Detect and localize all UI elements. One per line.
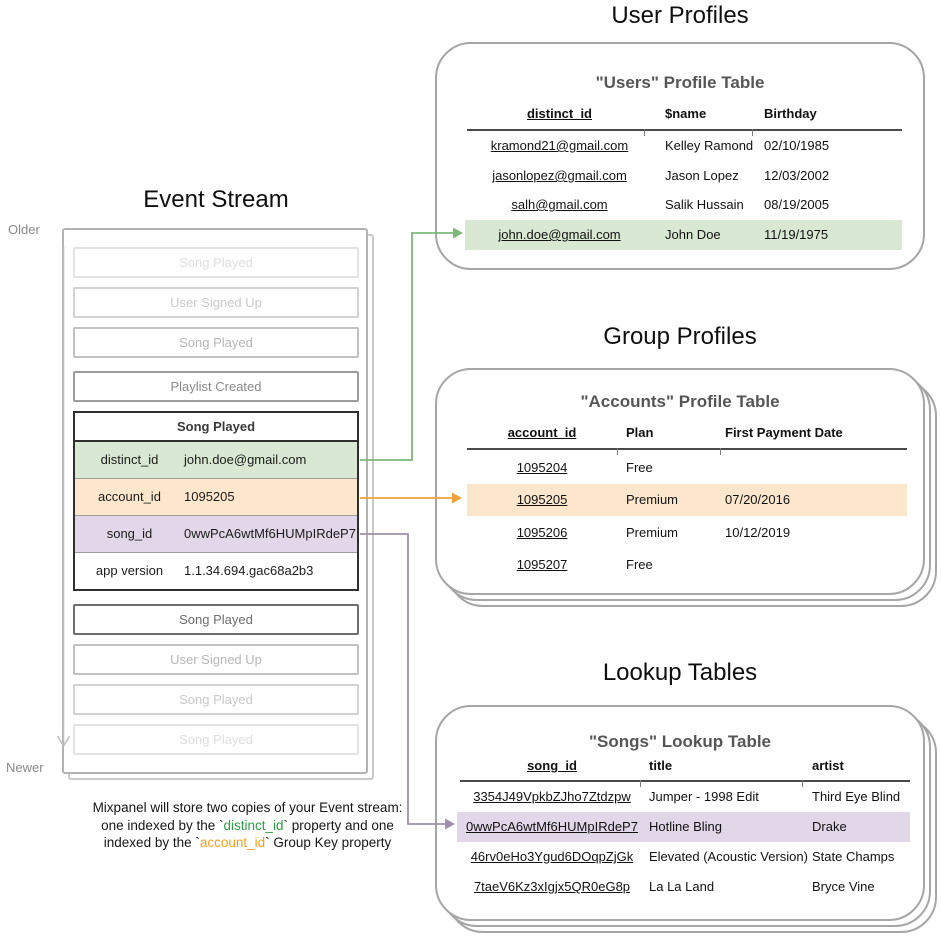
accounts-highlight-row <box>467 484 907 516</box>
users-cell-distinct-id: john.doe@gmail.com <box>498 227 621 242</box>
event-property-row-distinct-id: distinct_id john.doe@gmail.com <box>75 442 357 479</box>
property-value: 0wwPcA6wtMf6HUMpIRdeP7 <box>184 526 356 541</box>
event-box: Song Played <box>73 684 359 715</box>
users-cell-distinct-id: kramond21@gmail.com <box>490 138 629 153</box>
event-box: Song Played <box>73 724 359 755</box>
event-box: Playlist Created <box>73 371 359 402</box>
accounts-cell-date: 07/20/2016 <box>725 492 791 507</box>
property-key: account_id <box>98 489 161 504</box>
caption-line3a: indexed by the ` <box>103 835 200 850</box>
accounts-cell-account-id: 1095204 <box>516 460 568 475</box>
accounts-column-divider <box>617 448 618 455</box>
songs-lookup-card: "Songs" Lookup Table song_id title artis… <box>435 705 925 921</box>
songs-table-title: "Songs" Lookup Table <box>588 732 772 751</box>
expanded-event-table: Song Played distinct_id john.doe@gmail.c… <box>73 411 359 591</box>
accounts-cell-account-id: 1095205 <box>516 492 568 507</box>
property-key: app version <box>95 563 164 578</box>
users-cell-name: Jason Lopez <box>665 168 739 183</box>
users-cell-name: Kelley Ramond <box>665 138 754 153</box>
songs-cell-title: Hotline Bling <box>649 819 722 834</box>
event-box: User Signed Up <box>73 644 359 675</box>
event-stream-title: Event Stream <box>143 186 289 213</box>
accounts-cell-account-id: 1095207 <box>516 557 568 572</box>
accounts-header-rule <box>467 448 907 450</box>
accounts-table-title: "Accounts" Profile Table <box>580 392 780 411</box>
event-box: Song Played <box>73 247 359 278</box>
songs-col-song-id: song_id <box>527 758 577 773</box>
users-profile-card: "Users" Profile Table distinct_id $name … <box>435 42 925 270</box>
users-cell-birthday: 08/19/2005 <box>764 197 830 212</box>
caption-account-id: account_id <box>199 835 266 850</box>
older-label: Older <box>8 222 40 237</box>
songs-cell-song-id: 0wwPcA6wtMf6HUMpIRdeP7 <box>466 819 638 834</box>
users-cell-birthday: 12/03/2002 <box>764 168 830 183</box>
songs-header-rule <box>460 780 910 782</box>
songs-highlight-row <box>457 812 910 842</box>
accounts-profile-card: "Accounts" Profile Table account_id Plan… <box>435 368 925 595</box>
caption-line2b: ` property and one <box>283 817 394 833</box>
songs-col-title: title <box>649 758 673 773</box>
accounts-cell-plan: Premium <box>626 492 679 507</box>
event-box: Song Played <box>73 327 359 358</box>
users-highlight-row <box>465 220 902 250</box>
group-profiles-title: Group Profiles <box>603 323 757 350</box>
songs-cell-song-id: 46rv0eHo3Ygud6DOqpZjGk <box>470 849 634 864</box>
accounts-cell-plan: Premium <box>626 525 679 540</box>
property-key: distinct_id <box>100 452 159 467</box>
songs-col-artist: artist <box>812 758 844 773</box>
accounts-cell-plan: Free <box>626 460 653 475</box>
songs-cell-title: Elevated (Acoustic Version) <box>649 849 808 864</box>
event-box: Song Played <box>73 604 359 635</box>
users-cell-distinct-id: salh@gmail.com <box>511 197 608 212</box>
songs-column-divider <box>640 780 641 787</box>
accounts-col-account-id: account_id <box>507 425 577 440</box>
songs-cell-artist: Drake <box>812 819 847 834</box>
songs-cell-artist: State Champs <box>812 849 895 864</box>
songs-cell-song-id: 7taeV6Kz3xIgjx5QR0eG8p <box>473 879 631 894</box>
newer-label: Newer <box>6 760 44 775</box>
songs-cell-artist: Third Eye Blind <box>812 789 901 804</box>
event-property-row-song-id: song_id 0wwPcA6wtMf6HUMpIRdeP7 <box>75 516 357 553</box>
users-cell-distinct-id: jasonlopez@gmail.com <box>492 168 627 183</box>
accounts-column-divider <box>720 448 721 455</box>
caption-line2a: one indexed by the ` <box>101 817 224 833</box>
songs-cell-title: La La Land <box>649 879 715 894</box>
property-value: 1095205 <box>184 489 235 504</box>
property-value: john.doe@gmail.com <box>184 452 307 467</box>
users-col-birthday: Birthday <box>764 106 817 121</box>
caption-line3b: ` Group Key property <box>265 835 392 850</box>
users-col-distinct-id: distinct_id <box>526 106 592 121</box>
users-cell-birthday: 11/19/1975 <box>764 227 829 242</box>
songs-cell-song-id: 3354J49VpkbZJho7Ztdzpw <box>473 789 631 804</box>
caption-distinct-id: distinct_id <box>223 817 284 833</box>
users-table-title: "Users" Profile Table <box>595 73 765 92</box>
user-profiles-title: User Profiles <box>611 2 749 29</box>
accounts-cell-plan: Free <box>626 557 653 572</box>
users-cell-birthday: 02/10/1985 <box>764 138 830 153</box>
users-col-name: $name <box>665 106 707 121</box>
property-key: song_id <box>106 526 153 541</box>
users-column-divider <box>644 129 645 136</box>
accounts-col-first-payment-date: First Payment Date <box>725 425 843 440</box>
users-cell-name: Salik Hussain <box>665 197 744 212</box>
accounts-col-plan: Plan <box>626 425 654 440</box>
users-cell-name: John Doe <box>665 227 721 242</box>
songs-column-divider <box>802 780 803 787</box>
expanded-event-title: Song Played <box>75 413 357 442</box>
users-header-rule <box>467 129 902 131</box>
event-property-row-account-id: account_id 1095205 <box>75 479 357 516</box>
event-property-row-app-version: app version 1.1.34.694.gac68a2b3 <box>75 553 357 589</box>
lookup-tables-title: Lookup Tables <box>602 659 758 686</box>
event-box: User Signed Up <box>73 287 359 318</box>
users-column-divider <box>752 129 753 136</box>
caption-line1: Mixpanel will store two copies of your E… <box>92 800 403 815</box>
accounts-cell-account-id: 1095206 <box>516 525 568 540</box>
property-value: 1.1.34.694.gac68a2b3 <box>184 563 314 578</box>
songs-cell-artist: Bryce Vine <box>812 879 875 894</box>
accounts-cell-date: 10/12/2019 <box>725 525 791 540</box>
event-stream-caption: Mixpanel will store two copies of your E… <box>25 799 470 852</box>
songs-cell-title: Jumper - 1998 Edit <box>649 789 759 804</box>
